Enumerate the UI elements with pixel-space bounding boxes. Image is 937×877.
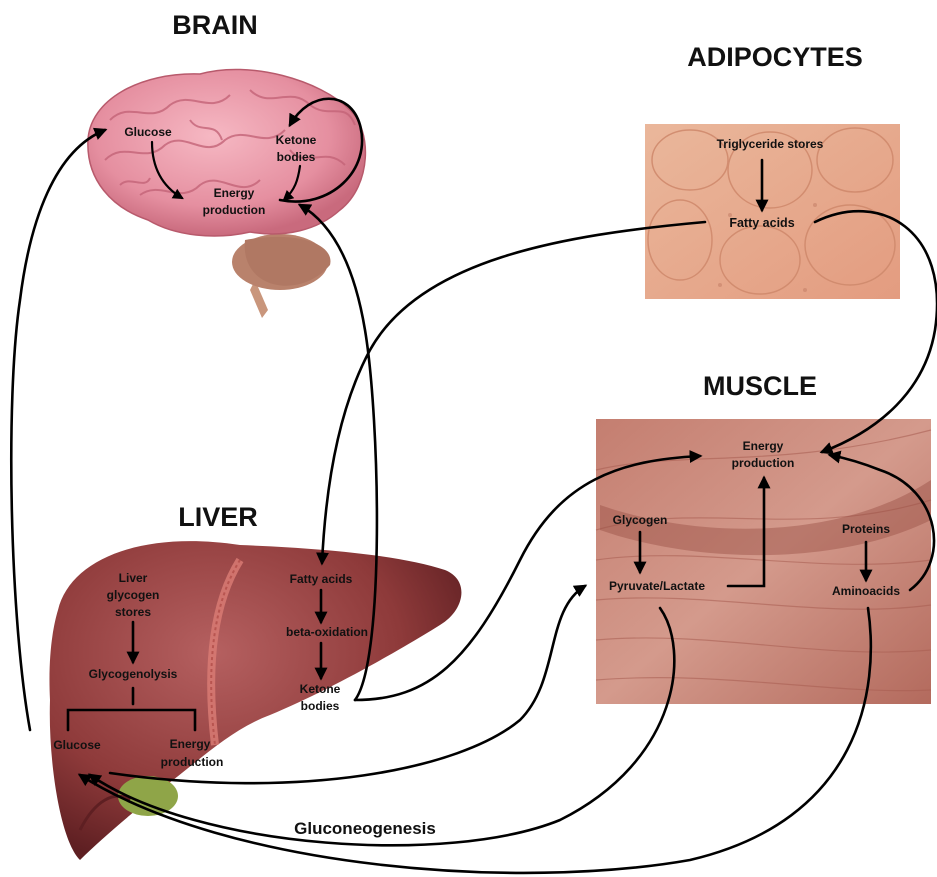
- muscle-pyruvate-label: Pyruvate/Lactate: [609, 579, 705, 593]
- liver-fatty-acids-label: Fatty acids: [290, 572, 353, 586]
- liver-stores-label-3: stores: [115, 605, 151, 619]
- muscle-aminoacids-label: Aminoacids: [832, 584, 900, 598]
- liver-glucose-label: Glucose: [53, 738, 101, 752]
- brain-energy-label-2: production: [203, 203, 266, 217]
- beta-oxidation-label: beta-oxidation: [286, 625, 368, 639]
- glycogenolysis-label: Glycogenolysis: [89, 667, 178, 681]
- muscle-energy-label-1: Energy: [743, 439, 784, 453]
- brain-energy-label-1: Energy: [214, 186, 255, 200]
- liver-stores-label-2: glycogen: [107, 588, 160, 602]
- liver-energy-label-1: Energy: [170, 737, 211, 751]
- brain-ketone-label-2: bodies: [277, 150, 316, 164]
- triglyceride-stores-label: Triglyceride stores: [717, 137, 824, 151]
- brain-title: BRAIN: [172, 10, 258, 40]
- muscle-proteins-label: Proteins: [842, 522, 890, 536]
- brain-ketone-label-1: Ketone: [276, 133, 317, 147]
- liver-ketone-label-2: bodies: [301, 699, 340, 713]
- muscle-glycogen-label: Glycogen: [613, 513, 668, 527]
- liver-title: LIVER: [178, 502, 258, 532]
- liver-ketone-label-1: Ketone: [300, 682, 341, 696]
- adipocytes-title: ADIPOCYTES: [687, 42, 863, 72]
- liver-energy-label-2: production: [161, 755, 224, 769]
- muscle-title: MUSCLE: [703, 371, 817, 401]
- adipocyte-fatty-acids-label: Fatty acids: [729, 216, 794, 230]
- brain-glucose-label: Glucose: [124, 125, 172, 139]
- liver-stores-label-1: Liver: [119, 571, 148, 585]
- gluconeogenesis-label: Gluconeogenesis: [294, 819, 436, 838]
- muscle-energy-label-2: production: [732, 456, 795, 470]
